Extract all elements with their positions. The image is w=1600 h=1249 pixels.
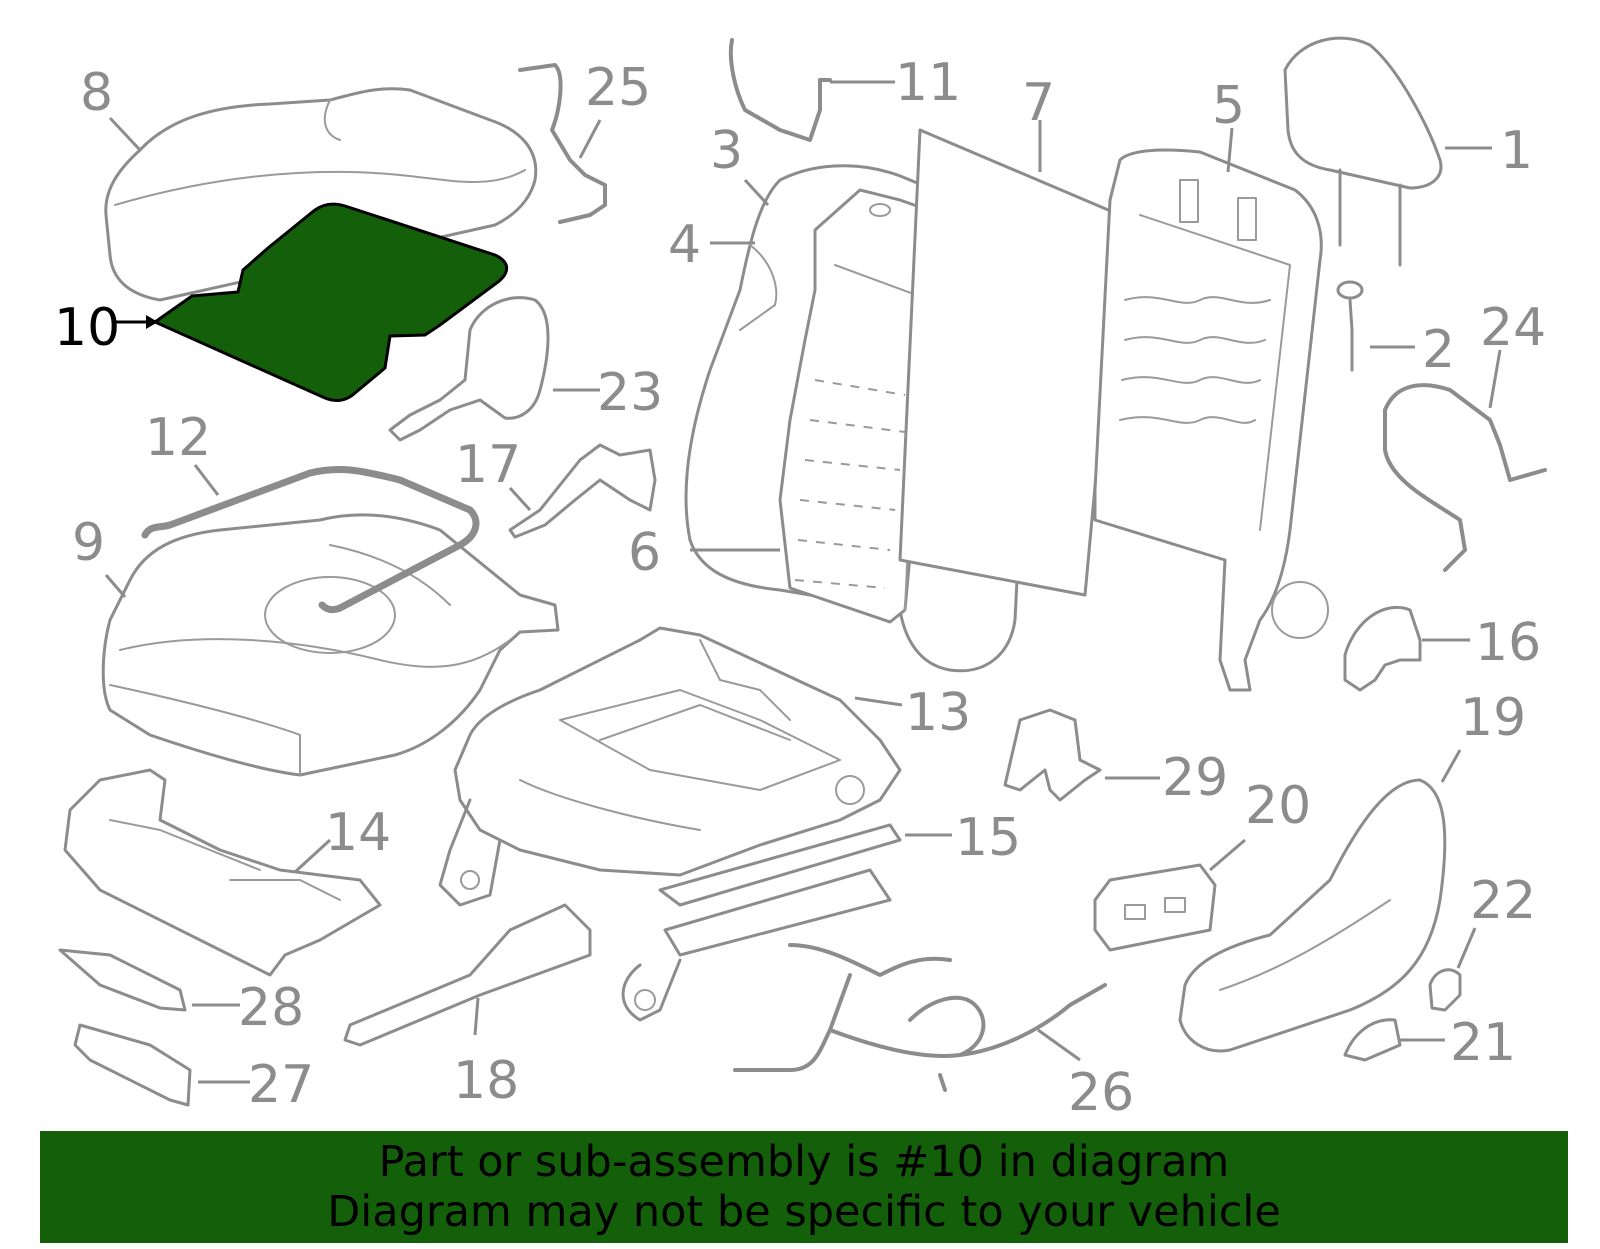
callout-14[interactable]: 14 <box>325 803 391 863</box>
part-27-bracket[interactable] <box>73 1023 192 1107</box>
callout-12[interactable]: 12 <box>145 408 211 468</box>
callout-7[interactable]: 7 <box>1022 73 1055 133</box>
part-14-under-tray[interactable] <box>63 768 382 977</box>
callout-labels: 8 10 12 9 25 11 3 4 7 5 1 2 24 23 17 6 1… <box>54 53 1546 1123</box>
part-21-knob[interactable] <box>1343 1018 1402 1062</box>
part-26-wire-harness[interactable] <box>733 943 1107 1092</box>
banner-line-2: Diagram may not be specific to your vehi… <box>327 1187 1281 1237</box>
part-24-harness[interactable] <box>1383 383 1547 572</box>
callout-19[interactable]: 19 <box>1460 688 1526 748</box>
part-1-headrest[interactable] <box>1283 36 1443 267</box>
part-25-harness[interactable] <box>518 63 607 224</box>
callout-10[interactable]: 10 <box>54 298 120 358</box>
callout-21[interactable]: 21 <box>1450 1013 1516 1073</box>
part-8-cushion-cover[interactable] <box>104 87 538 302</box>
part-22-knob[interactable] <box>1428 968 1462 1012</box>
part-9-cushion-pad[interactable] <box>101 513 560 777</box>
callout-24[interactable]: 24 <box>1480 298 1546 358</box>
callout-9[interactable]: 9 <box>72 513 105 573</box>
part-16-recliner-cover[interactable] <box>1343 605 1422 692</box>
callout-27[interactable]: 27 <box>248 1055 314 1115</box>
callout-28[interactable]: 28 <box>238 978 304 1038</box>
part-20-seat-switch[interactable] <box>1093 863 1217 952</box>
leader-lines <box>104 80 1502 1084</box>
callout-11[interactable]: 11 <box>895 53 961 113</box>
part-7-back-board[interactable] <box>898 128 1122 597</box>
callout-25[interactable]: 25 <box>585 58 651 118</box>
callout-15[interactable]: 15 <box>955 808 1021 868</box>
callout-17[interactable]: 17 <box>455 435 521 495</box>
callout-3[interactable]: 3 <box>710 121 743 181</box>
part-17-bracket[interactable] <box>508 443 657 539</box>
part-29-bracket[interactable] <box>1003 708 1102 802</box>
part-28-bracket[interactable] <box>58 948 187 1012</box>
banner-line-1: Part or sub-assembly is #10 in diagram <box>378 1137 1230 1187</box>
part-13-cushion-frame[interactable] <box>453 626 902 877</box>
callout-23[interactable]: 23 <box>597 363 663 423</box>
part-15-seat-track[interactable] <box>438 798 902 1022</box>
callout-18[interactable]: 18 <box>453 1051 519 1111</box>
callout-20[interactable]: 20 <box>1245 776 1311 836</box>
callout-8[interactable]: 8 <box>80 63 113 123</box>
part-5-seatback-frame[interactable] <box>1093 148 1329 692</box>
callout-5[interactable]: 5 <box>1212 76 1245 136</box>
part-18-side-rail[interactable] <box>343 903 592 1047</box>
callout-29[interactable]: 29 <box>1162 748 1228 808</box>
part-19-side-shield[interactable] <box>1178 778 1447 1053</box>
part-11-wire[interactable] <box>728 38 832 142</box>
callout-1[interactable]: 1 <box>1500 121 1533 181</box>
part-10-highlighted-pad[interactable] <box>151 202 509 403</box>
callout-22[interactable]: 22 <box>1470 871 1536 931</box>
callout-2[interactable]: 2 <box>1422 320 1455 380</box>
callout-16[interactable]: 16 <box>1475 613 1541 673</box>
callout-6[interactable]: 6 <box>628 523 661 583</box>
callout-4[interactable]: 4 <box>668 215 701 275</box>
info-banner: Part or sub-assembly is #10 in diagram D… <box>40 1131 1568 1243</box>
callout-13[interactable]: 13 <box>905 683 971 743</box>
part-23-trim-cover[interactable] <box>388 296 550 442</box>
part-2-guide-pin[interactable] <box>1336 280 1364 372</box>
part-12-wire[interactable] <box>141 466 480 614</box>
callout-26[interactable]: 26 <box>1068 1063 1134 1123</box>
